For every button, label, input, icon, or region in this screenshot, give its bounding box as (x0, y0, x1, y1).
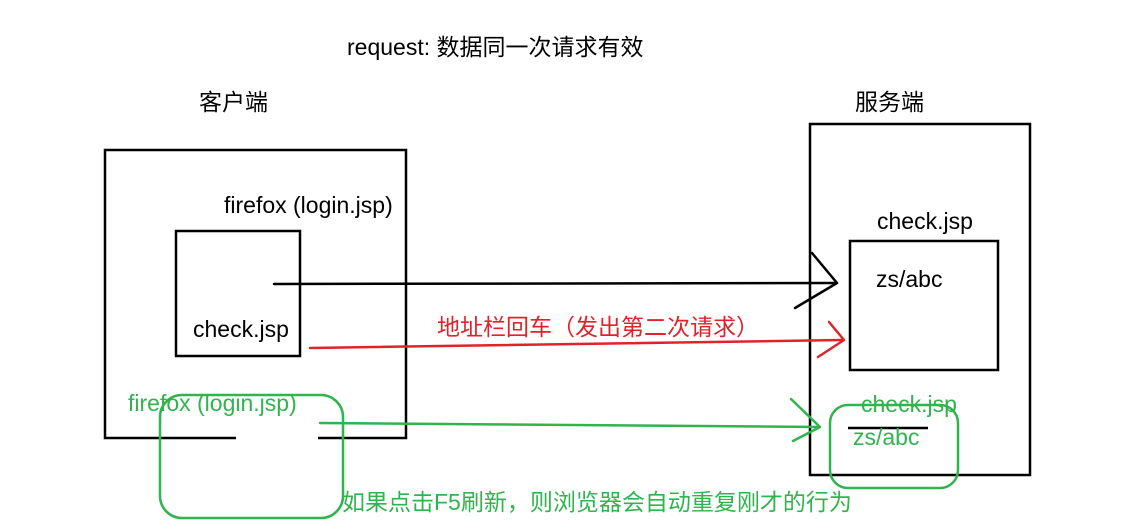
server-label-top: check.jsp (877, 208, 973, 234)
server-label-green: check.jsp (861, 391, 957, 417)
green-browser-label: firefox (login.jsp) (128, 390, 297, 416)
server-inner-box (848, 239, 1000, 372)
server-heading: 服务端 (855, 89, 924, 115)
red-arrow (308, 320, 846, 359)
black-arrow (272, 251, 839, 310)
client-inner-box (174, 229, 302, 358)
server-value-green: zs/abc (853, 424, 920, 450)
green-arrow (318, 397, 822, 443)
client-heading: 客户端 (199, 89, 268, 115)
server-inner-value: zs/abc (876, 266, 943, 292)
red-arrow-label: 地址栏回车（发出第二次请求） (437, 314, 759, 340)
diagram-title: request: 数据同一次请求有效 (347, 34, 644, 60)
green-highlight-server (828, 403, 960, 490)
client-inner-label: check.jsp (193, 316, 289, 342)
green-highlight-client (158, 393, 345, 520)
client-browser-label: firefox (login.jsp) (224, 192, 393, 218)
refresh-note: 如果点击F5刷新，则浏览器会自动重复刚才的行为 (342, 489, 852, 515)
